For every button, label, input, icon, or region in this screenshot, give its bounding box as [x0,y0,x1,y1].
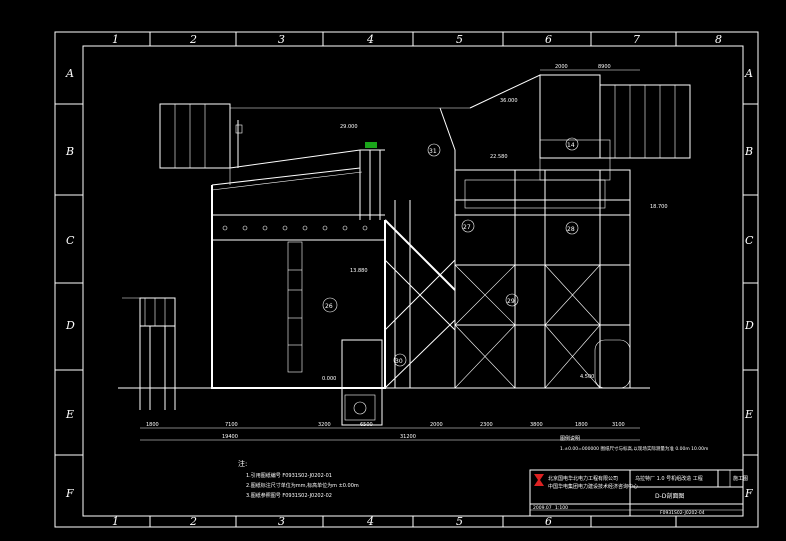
project-name: 乌拉特厂 1.0 号机组改造 工程 [635,475,703,482]
row-label: A [65,67,74,80]
dim: 6500 [360,422,373,428]
callout-label: 26 [325,303,333,310]
callout-label: 28 [567,226,575,233]
row-label: B [65,145,74,158]
dim: 2000 [430,422,443,428]
drawing-code: F0931S02-J0202-04 [660,510,705,516]
row-label: A [744,67,753,80]
row-label: D [744,319,754,332]
marker [365,142,377,148]
col-label: 2 [189,515,197,528]
elevation: 29.000 [340,124,358,130]
dim: 31200 [400,434,416,440]
col-labels-bottom: 1 2 3 4 5 6 [112,515,552,528]
notes: 注: 1.引用图纸编号 F0931S02-J0202-01 2.图纸标注尺寸单位… [238,459,359,499]
col-label: 2 [189,33,197,46]
company-logo [534,474,544,486]
dim: 1800 [146,422,159,428]
outer-frame [54,31,759,528]
row-label: F [65,487,74,500]
elevation: 36.000 [500,98,518,104]
col-label: 4 [366,33,374,46]
stage: 施工图 [733,475,748,482]
inner-frame [82,45,744,517]
upper-duct [159,103,440,169]
date: 2009.07 [533,505,552,511]
col-label: 5 [456,33,463,46]
row-label: D [65,319,75,332]
col-label: 1 [112,33,119,46]
company-2: 中国华电集团电力建设技术经济咨询中心 [548,483,638,490]
callouts: 26 27 28 29 30 31 14 [322,137,579,367]
dim: 8900 [598,64,611,70]
callout-label: 31 [429,148,437,155]
row-label: C [66,234,75,247]
row-label: B [744,145,753,158]
callout-label: 29 [507,298,515,305]
note-line: 3.图纸参照图号 F0931S02-J0202-02 [246,492,332,499]
col-label: 6 [545,33,552,46]
col-label: 1 [112,515,119,528]
col-label: 3 [278,515,285,528]
col-label: 7 [633,33,640,46]
grid-ticks [55,32,758,527]
dim: 7100 [225,422,238,428]
elevation-tags: 36.000 29.000 22.580 18.700 13.880 4.500… [322,98,668,382]
col-label: 5 [456,515,463,528]
col-label: 3 [278,33,285,46]
elevation: 18.700 [650,204,668,210]
note-line: 1.引用图纸编号 F0931S02-J0202-01 [246,472,332,479]
top-dims: 2000 8900 [540,64,640,71]
elevation: 13.880 [350,268,368,274]
elevation: 4.500 [580,374,594,380]
dim: 3100 [612,422,625,428]
left-tower [122,297,176,410]
col-label: 6 [545,515,552,528]
dim: 3200 [318,422,331,428]
dim: 19400 [222,434,238,440]
callout-label: 27 [463,224,471,231]
dim: 3800 [530,422,543,428]
row-label: C [745,234,754,247]
col-label: 8 [715,33,722,46]
company-1: 北京国电华北电力工程有限公司 [548,475,618,482]
row-label: E [744,408,753,421]
conveyor [359,149,385,220]
note-line: 2.图纸标注尺寸单位为mm,标高单位为m ±0.00m [246,482,359,489]
main-building [211,167,386,426]
drawing-title: D-D剖面图 [655,492,684,500]
dim: 1800 [575,422,588,428]
row-label: F [744,487,753,500]
col-labels-top: 1 2 3 4 5 6 7 8 [112,33,722,46]
row-label: E [65,408,74,421]
legend-title: 图例说明 [560,435,580,442]
callout-label: 14 [567,142,575,149]
title-block: 北京国电华北电力工程有限公司 中国华电集团电力建设技术经济咨询中心 乌拉特厂 1… [529,469,748,517]
row-labels: A B C D E F A B C D E F [65,67,754,500]
col-label: 4 [366,515,374,528]
elevation: 0.000 [322,376,336,382]
callout-label: 30 [395,358,403,365]
scale: 1:100 [555,505,568,511]
right-structure [384,169,631,389]
top-right-duct [439,74,691,209]
dim: 2000 [555,64,568,70]
legend-line: 1.±0.00=000000 图纸尺寸与标高,以现场实际测量为准 0.00m 1… [560,445,708,452]
elevation: 22.580 [490,154,508,160]
bottom-dims: 1800 7100 3200 6500 2000 2300 3800 1800 … [140,422,640,441]
dim: 2300 [480,422,493,428]
notes-title: 注: [238,459,247,468]
legend: 图例说明 1.±0.00=000000 图纸尺寸与标高,以现场实际测量为准 0.… [560,435,708,452]
